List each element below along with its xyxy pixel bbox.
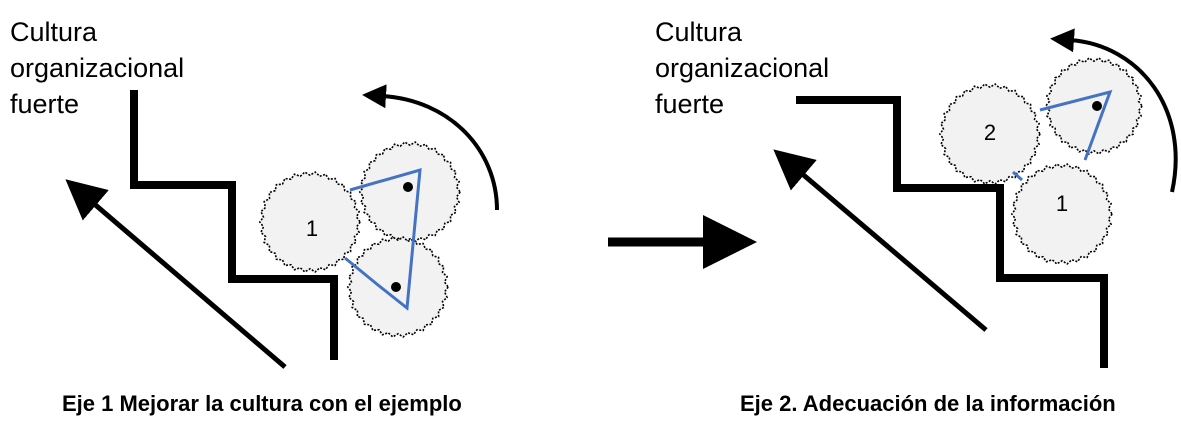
right-title-line1: Cultura [655,17,743,47]
left-title-line2: organizacional [10,53,185,83]
gear-outline [258,171,362,273]
left-title-line3: fuerte [10,89,80,119]
right-title-line3: fuerte [655,89,725,119]
gear-icon [938,83,1042,185]
left-linkage [344,167,422,311]
right-rotation-arrow [1050,28,1178,193]
gear-icon [358,141,462,243]
right-linkage [1012,89,1113,182]
left-staircase [130,90,338,360]
right-upward-arrow [773,149,988,332]
gear-icon [258,171,362,273]
gear-outline [1010,163,1114,265]
left-rotation-arrow [362,84,499,211]
gear-icon [1010,163,1114,265]
right-gear-label-top: 2 [984,120,996,145]
gear-outline [358,141,462,243]
right-gear-label-bottom: 1 [1056,191,1068,216]
right-pivot-dot [1092,101,1102,111]
left-pivot-dot-top [403,182,413,192]
left-gear-label: 1 [306,216,318,241]
left-upward-arrow [65,179,287,369]
left-caption: Eje 1 Mejorar la cultura con el ejemplo [62,391,462,416]
right-staircase [796,96,1108,368]
right-title-line2: organizacional [655,53,830,83]
right-caption: Eje 2. Adecuación de la información [740,391,1116,416]
left-title-line1: Cultura [10,17,98,47]
gear-outline [938,83,1042,185]
left-pivot-dot-bottom [391,282,401,292]
